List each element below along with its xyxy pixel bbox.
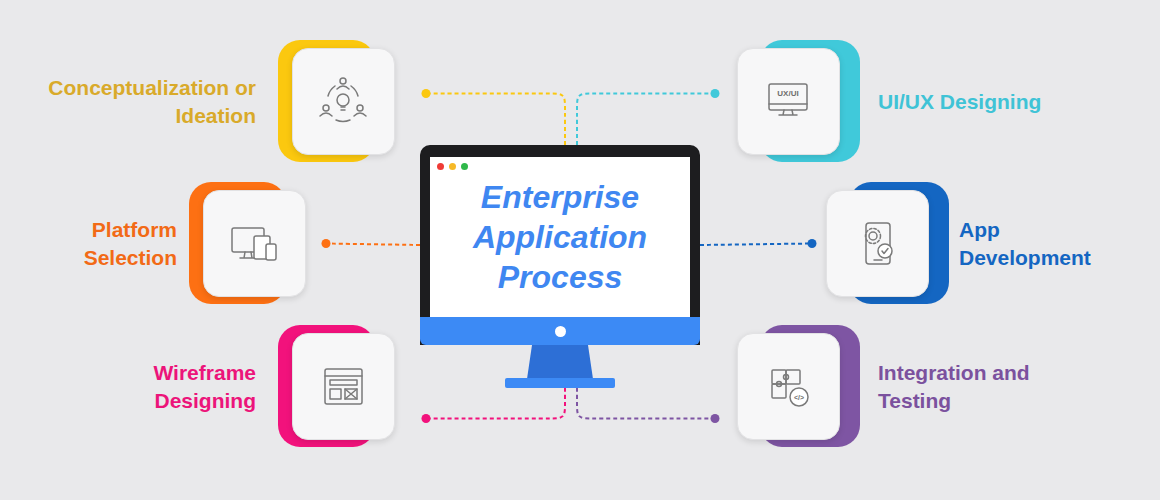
icon-card: UX/UI <box>737 48 840 155</box>
step-card: </>Integration and Testing <box>737 333 840 440</box>
connector-group <box>577 89 720 145</box>
icon-text: </> <box>794 394 804 401</box>
icon-card: </> <box>737 333 840 440</box>
monitor-bezel <box>420 317 700 345</box>
dotted-connector <box>326 244 420 246</box>
connector-dot <box>422 414 431 423</box>
icon-card <box>203 190 306 297</box>
step-label: Platform Selection <box>27 216 177 272</box>
monitor-base <box>505 378 615 388</box>
icon-card <box>292 333 395 440</box>
connector-group <box>422 388 566 423</box>
connector-group <box>577 388 720 423</box>
icon-card <box>826 190 929 297</box>
connector-dot <box>711 414 720 423</box>
connector-dot <box>808 239 817 248</box>
connector-dot <box>322 239 331 248</box>
step-icon <box>292 48 395 155</box>
icon-card <box>292 48 395 155</box>
connector-group <box>422 89 566 145</box>
step-icon <box>737 333 840 440</box>
step-label: Conceptualization or Ideation <box>31 74 256 130</box>
step-card: Conceptualization or Ideation <box>292 48 395 155</box>
connector-dot <box>422 89 431 98</box>
window-dot <box>437 163 444 170</box>
step-icon <box>826 190 929 297</box>
monitor-neck <box>527 345 593 379</box>
step-icon <box>203 190 306 297</box>
dotted-connector <box>426 388 565 419</box>
step-label: Integration and Testing <box>878 359 1078 415</box>
monitor-screen: Enterprise Application Process <box>430 157 690 317</box>
step-icon <box>292 333 395 440</box>
dotted-connector <box>700 244 812 246</box>
step-card: App Development <box>826 190 929 297</box>
step-label: UI/UX Designing <box>878 88 1118 116</box>
window-dot <box>461 163 468 170</box>
monitor-screen-node: Enterprise Application Process <box>420 145 700 345</box>
power-dot <box>555 326 566 337</box>
connector-group <box>322 239 421 248</box>
step-card: Wireframe Designing <box>292 333 395 440</box>
dotted-connector <box>577 388 715 419</box>
dotted-connector <box>577 94 715 146</box>
step-card: UX/UIUI/UX Designing <box>737 48 840 155</box>
dotted-connector <box>426 94 565 146</box>
connector-group <box>700 239 817 248</box>
step-label: Wireframe Designing <box>106 359 256 415</box>
step-label: App Development <box>959 216 1134 272</box>
connector-dot <box>711 89 720 98</box>
screen-title: Enterprise Application Process <box>442 177 678 297</box>
step-card: Platform Selection <box>203 190 306 297</box>
window-dot <box>449 163 456 170</box>
step-icon <box>737 48 840 155</box>
icon-text: UX/UI <box>777 90 798 98</box>
